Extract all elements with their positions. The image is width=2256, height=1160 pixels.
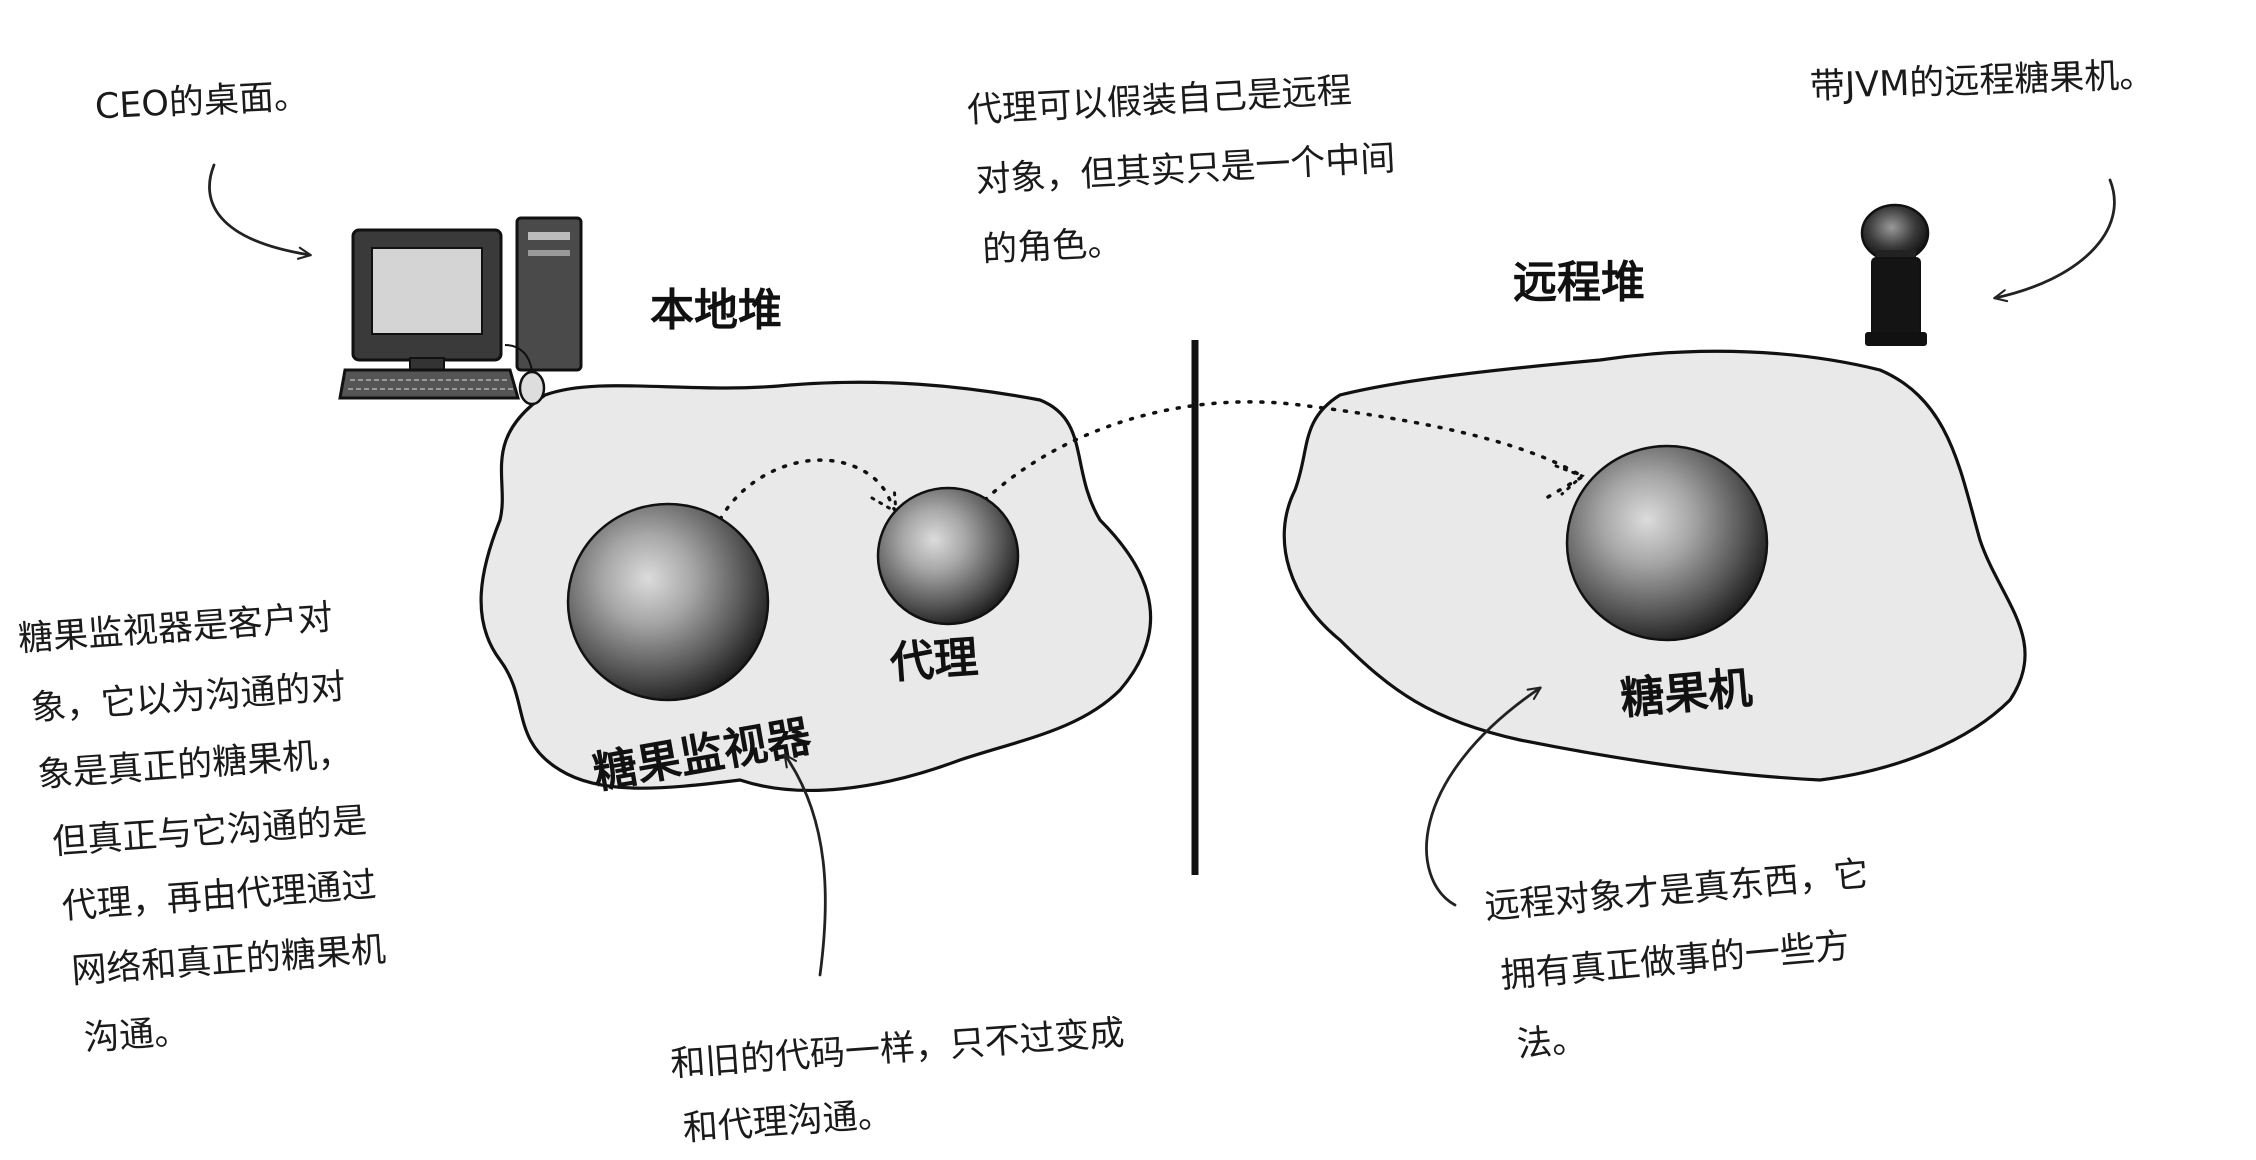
remote-heap-label: 远程堆 [1513,257,1645,308]
monitor-note-line-1: 糖果监视器是客户对 [17,598,334,660]
same-code-note: 和旧的代码一样，只不过变成 和代理沟通。 [669,1013,1126,1150]
remote-note-line-1: 远程对象才是真东西，它 [1483,854,1870,927]
remote-note-arrow [1425,686,1542,907]
ceo-desktop-note: CEO的桌面。 [94,76,310,127]
jvm-machine-note: 带JVM的远程糖果机。 [1809,55,2155,107]
proxy-sphere [876,486,1020,626]
monitor-note-line-2: 象，它以为沟通的对 [30,667,347,729]
same-code-note-line-2: 和代理沟通。 [682,1095,894,1150]
remote-note-line-3: 法。 [1515,1019,1588,1065]
proxy-label: 代理 [887,632,979,689]
gumball-machine-sphere [1565,444,1769,642]
gumball-machine-icon [1860,203,1930,346]
same-code-arrow [783,753,827,977]
monitor-note-line-4: 但真正与它沟通的是 [51,801,368,863]
remote-note-line-2: 拥有真正做事的一些方 [1499,926,1851,996]
gumball-monitor-sphere [566,502,770,702]
monitor-note-line-5: 代理，再由代理通过 [61,865,378,927]
monitor-note-line-7: 沟通。 [83,1012,191,1059]
ceo-arrow [208,163,312,260]
monitor-note: 糖果监视器是客户对 象，它以为沟通的对 象是真正的糖果机， 但真正与它沟通的是 … [17,598,387,1059]
monitor-note-line-3: 象是真正的糖果机， [36,734,353,796]
jvm-arrow [1993,178,2116,303]
proxy-note-line-3: 的角色。 [981,223,1123,270]
proxy-note-line-1: 代理可以假装自己是远程 [966,71,1353,131]
monitor-note-line-6: 网络和真正的糖果机 [70,930,387,992]
proxy-to-remote-arrowhead [1554,464,1585,496]
desktop-computer-icon [338,216,583,406]
remote-note: 远程对象才是真东西，它 拥有真正做事的一些方 法。 [1483,854,1870,1065]
proxy-to-remote-path [983,400,1582,502]
monitor-to-proxy-path [713,458,897,532]
gumball-machine-label: 糖果机 [1618,663,1754,725]
proxy-note-line-2: 对象，但其实只是一个中间 [975,139,1397,201]
proxy-note: 代理可以假装自己是远程 对象，但其实只是一个中间 的角色。 [966,71,1397,270]
local-heap-label: 本地堆 [650,285,782,336]
same-code-note-line-1: 和旧的代码一样，只不过变成 [669,1013,1126,1085]
